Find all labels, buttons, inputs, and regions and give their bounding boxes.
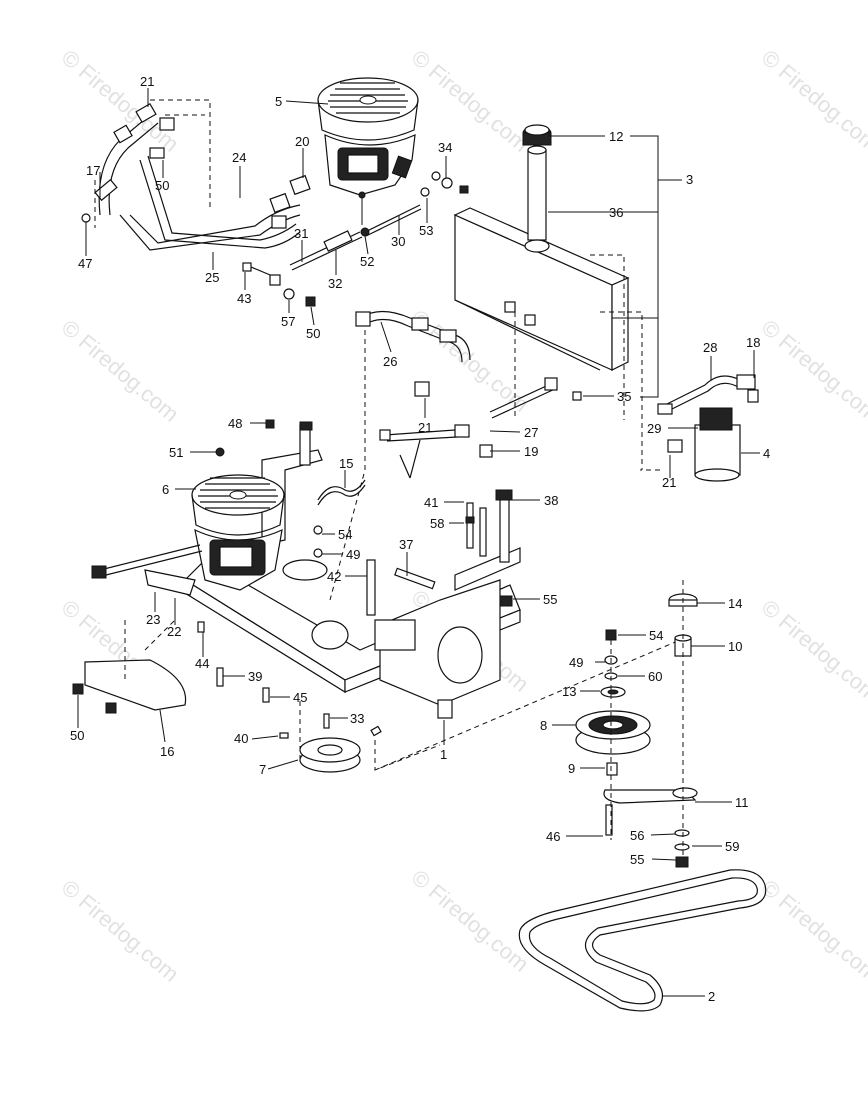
callout-54: 54 (649, 628, 663, 643)
hydraulic-filter-assembly (640, 374, 759, 482)
callout-51: 51 (169, 445, 183, 460)
callout-14: 14 (728, 596, 742, 611)
callout-23: 23 (146, 612, 160, 627)
callout-44: 44 (195, 656, 209, 671)
leader-lines (77, 88, 760, 997)
bolts-group (197, 489, 513, 739)
callout-17: 17 (86, 163, 100, 178)
callout-21: 21 (662, 475, 676, 490)
callout-59: 59 (725, 839, 739, 854)
hydraulic-hose-middle (329, 310, 558, 601)
callout-49: 49 (346, 547, 360, 562)
callout-21: 21 (418, 420, 432, 435)
callout-9: 9 (568, 761, 575, 776)
watermark: © Firedog.com (407, 865, 534, 977)
callout-41: 41 (424, 495, 438, 510)
watermark: © Firedog.com (757, 875, 868, 987)
watermark: © Firedog.com (57, 875, 184, 987)
callout-2: 2 (708, 989, 715, 1004)
watermark: © Firedog.com (757, 315, 868, 427)
hydraulic-lines-group (81, 99, 311, 251)
callout-58: 58 (430, 516, 444, 531)
callout-24: 24 (232, 150, 246, 165)
callout-48: 48 (228, 416, 242, 431)
callout-57: 57 (281, 314, 295, 329)
callout-18: 18 (746, 335, 760, 350)
watermark: © Firedog.com (407, 45, 534, 157)
callout-12: 12 (609, 129, 623, 144)
callout-45: 45 (293, 690, 307, 705)
callout-37: 37 (399, 537, 413, 552)
callout-5: 5 (275, 94, 282, 109)
callout-56: 56 (630, 828, 644, 843)
callout-7: 7 (259, 762, 266, 777)
callout-50: 50 (155, 178, 169, 193)
callout-8: 8 (540, 718, 547, 733)
callout-labels: 21 5 12 3 36 24 20 34 17 50 47 25 31 30 … (70, 74, 770, 1004)
callout-46: 46 (546, 829, 560, 844)
callout-25: 25 (205, 270, 219, 285)
callout-55: 55 (543, 592, 557, 607)
shield-16 (72, 619, 187, 714)
spring-15 (313, 479, 366, 558)
callout-39: 39 (248, 669, 262, 684)
callout-49: 49 (569, 655, 583, 670)
hydraulic-reservoir (453, 124, 643, 470)
callout-43: 43 (237, 291, 251, 306)
callout-1: 1 (440, 747, 447, 762)
callout-31: 31 (294, 226, 308, 241)
callout-29: 29 (647, 421, 661, 436)
callout-20: 20 (295, 134, 309, 149)
callout-40: 40 (234, 731, 248, 746)
callout-50: 50 (306, 326, 320, 341)
callout-42: 42 (327, 569, 341, 584)
callout-47: 47 (78, 256, 92, 271)
callout-3: 3 (686, 172, 693, 187)
callout-16: 16 (160, 744, 174, 759)
callout-38: 38 (544, 493, 558, 508)
callout-34: 34 (438, 140, 452, 155)
watermark: © Firedog.com (757, 45, 868, 157)
callout-27: 27 (524, 425, 538, 440)
callout-32: 32 (328, 276, 342, 291)
callout-35: 35 (617, 389, 631, 404)
callout-4: 4 (763, 446, 770, 461)
linkage-rods-upper (242, 171, 469, 307)
drive-belt-2 (518, 869, 767, 1012)
watermark: © Firedog.com (57, 315, 184, 427)
callout-30: 30 (391, 234, 405, 249)
transaxle-unit-upper (317, 77, 419, 225)
callout-21: 21 (140, 74, 154, 89)
callout-10: 10 (728, 639, 742, 654)
callout-11: 11 (735, 795, 749, 810)
callout-55: 55 (630, 852, 644, 867)
callout-53: 53 (419, 223, 433, 238)
callout-60: 60 (648, 669, 662, 684)
callout-50: 50 (70, 728, 84, 743)
transaxle-unit-lower (91, 419, 285, 596)
callout-28: 28 (703, 340, 717, 355)
callout-19: 19 (524, 444, 538, 459)
callout-52: 52 (360, 254, 374, 269)
callout-13: 13 (562, 684, 576, 699)
callout-54: 54 (338, 527, 352, 542)
callout-36: 36 (609, 205, 623, 220)
callout-6: 6 (162, 482, 169, 497)
idler-assembly (575, 580, 698, 868)
watermark: © Firedog.com (757, 595, 868, 707)
callout-15: 15 (339, 456, 353, 471)
pulley-7 (299, 639, 681, 773)
callout-26: 26 (383, 354, 397, 369)
callout-33: 33 (350, 711, 364, 726)
callout-22: 22 (167, 624, 181, 639)
